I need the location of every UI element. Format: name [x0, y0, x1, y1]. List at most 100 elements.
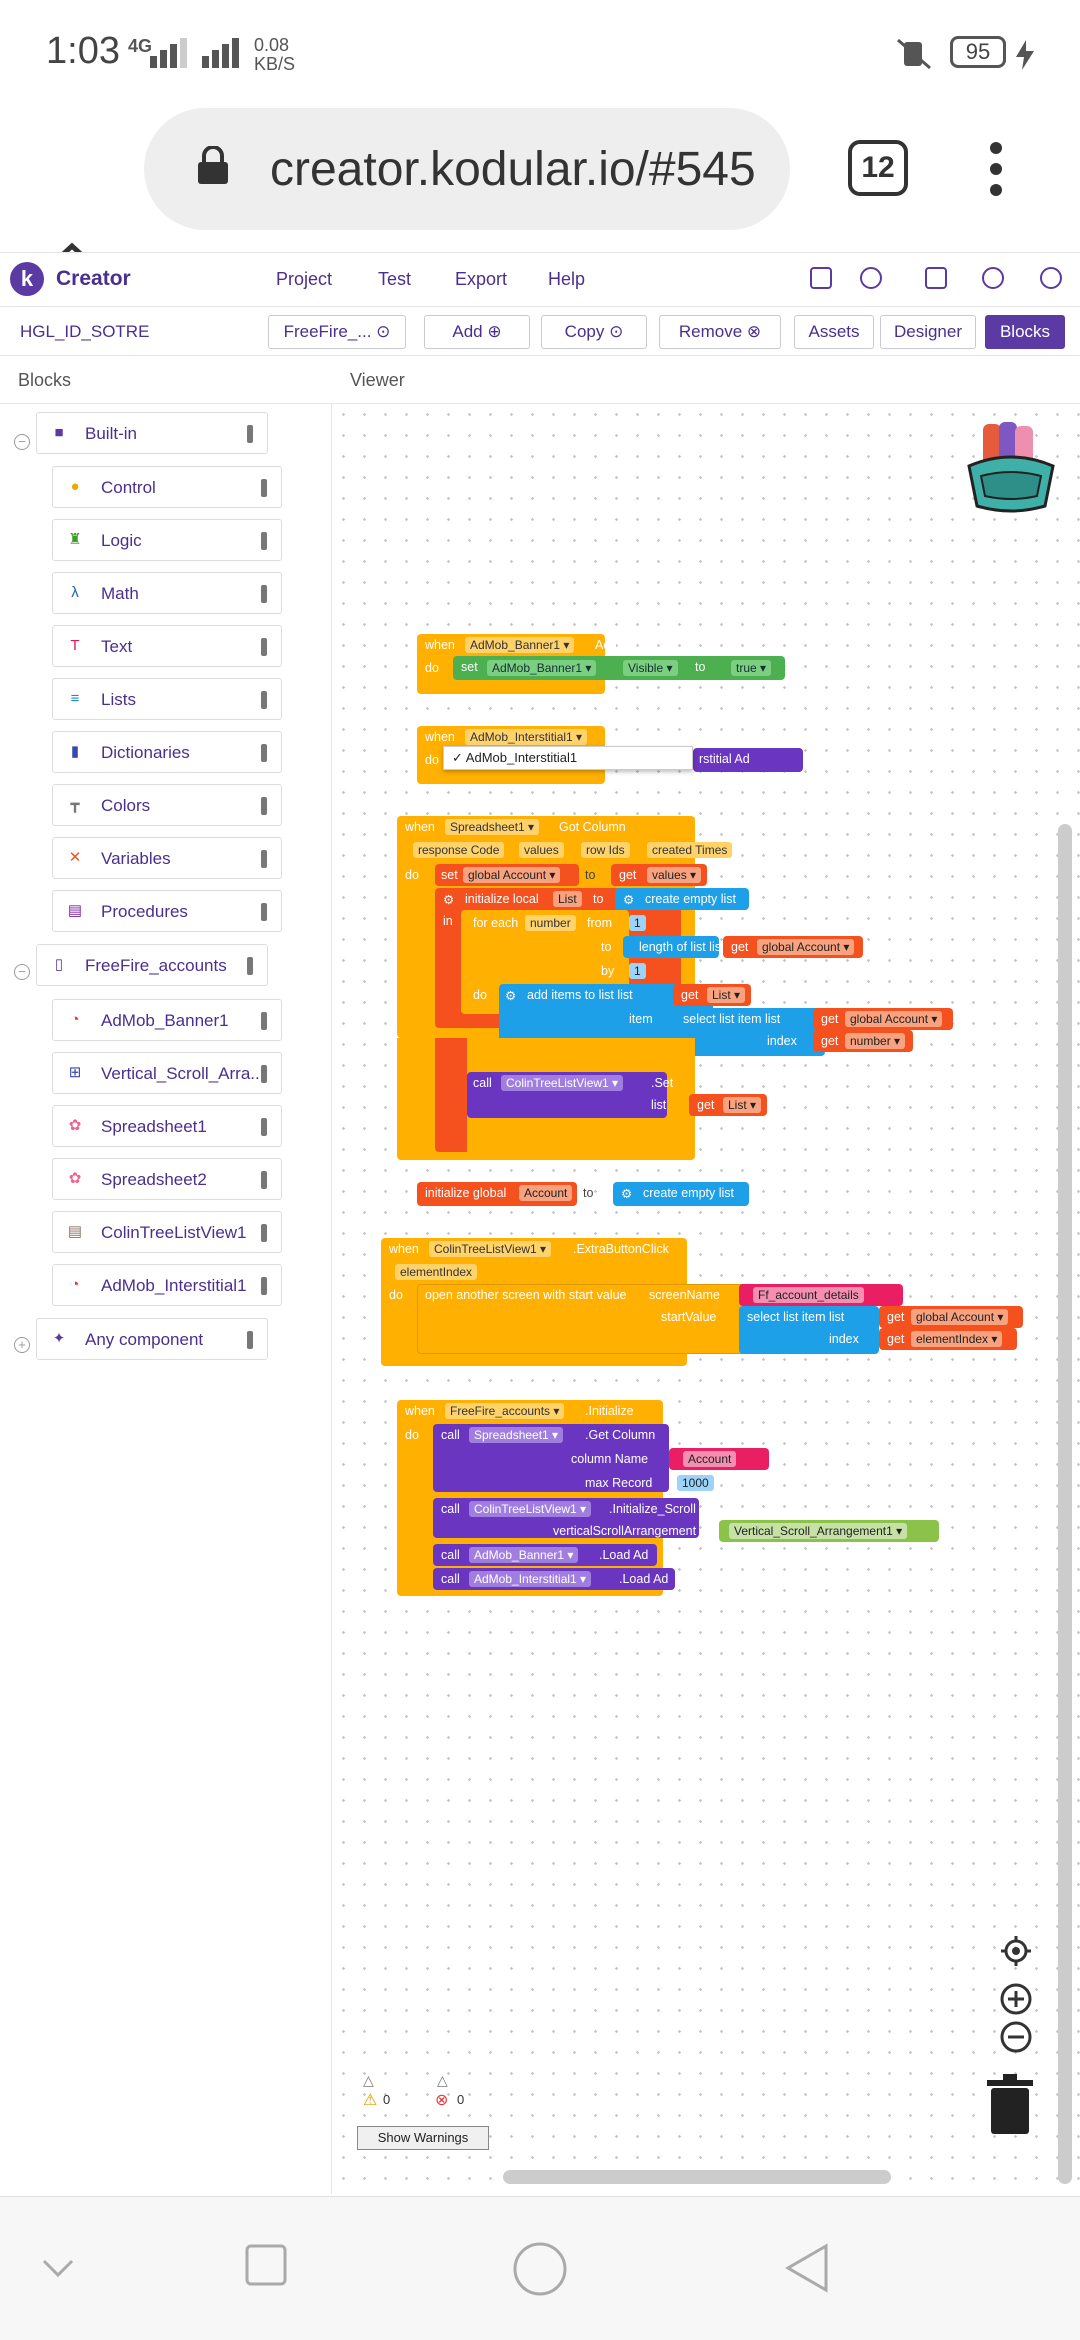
param-row-ids[interactable]: row Ids	[581, 842, 630, 858]
component-dropdown[interactable]: ColinTreeListView1 ▾	[501, 1075, 624, 1091]
drag-handle-icon[interactable]	[261, 1012, 267, 1030]
variable-dropdown[interactable]: number ▾	[845, 1033, 906, 1049]
drag-handle-icon[interactable]	[261, 1277, 267, 1295]
zoom-in-icon[interactable]	[999, 1982, 1033, 2016]
component-dropdown[interactable]: AdMob_Interstitial1 ▾	[465, 729, 588, 745]
tree-lists[interactable]: ≡Lists	[52, 678, 282, 720]
trash-icon[interactable]	[985, 2074, 1035, 2136]
dollar-icon[interactable]	[982, 267, 1004, 289]
drag-handle-icon[interactable]	[247, 425, 253, 443]
blocks-workspace[interactable]: when AdMob_Banner1 ▾ Ad Loaded do set Ad…	[333, 404, 1080, 2194]
address-bar[interactable]	[144, 108, 790, 230]
back-icon[interactable]	[784, 2243, 830, 2293]
account-icon[interactable]	[1040, 267, 1062, 289]
variable-dropdown[interactable]: List ▾	[723, 1097, 762, 1113]
component-dropdown[interactable]: Vertical_Scroll_Arrangement1 ▾	[729, 1523, 908, 1539]
column-name-value[interactable]: Account	[683, 1451, 737, 1467]
nav-export[interactable]: Export	[455, 269, 508, 289]
gear-icon[interactable]: ⚙	[505, 989, 517, 1003]
horizontal-scrollbar[interactable]	[503, 2170, 891, 2184]
collapse-builtin-icon[interactable]: −	[14, 434, 30, 450]
vertical-scrollbar[interactable]	[1058, 824, 1072, 2184]
home-button-icon[interactable]	[512, 2241, 568, 2297]
tree-spreadsheet2[interactable]: ✿Spreadsheet2	[52, 1158, 282, 1200]
add-screen-button[interactable]: Add ⊕	[424, 315, 530, 349]
copy-screen-button[interactable]: Copy ⊙	[541, 315, 647, 349]
drag-handle-icon[interactable]	[261, 1171, 267, 1189]
chevron-down-icon[interactable]	[40, 2257, 76, 2281]
variable-dropdown[interactable]: List ▾	[707, 987, 746, 1003]
open-screen-block[interactable]	[417, 1284, 747, 1354]
param-created-times[interactable]: created Times	[647, 842, 733, 858]
gear-icon[interactable]: ⚙	[621, 1187, 633, 1201]
tree-variables[interactable]: ✕Variables	[52, 837, 282, 879]
interstitial-call-block[interactable]	[693, 748, 803, 772]
more-menu-icon[interactable]	[984, 140, 1008, 198]
designer-button[interactable]: Designer	[880, 315, 976, 349]
variable-dropdown[interactable]: global Account ▾	[911, 1309, 1009, 1325]
tree-control[interactable]: ●Control	[52, 466, 282, 508]
nav-project[interactable]: Project	[276, 269, 333, 289]
length-of-list-block[interactable]	[623, 936, 719, 958]
drag-handle-icon[interactable]	[261, 479, 267, 497]
drag-handle-icon[interactable]	[261, 585, 267, 603]
assets-button[interactable]: Assets	[794, 315, 874, 349]
boolean-dropdown[interactable]: true ▾	[731, 660, 772, 676]
variable-dropdown[interactable]: global Account ▾	[845, 1011, 943, 1027]
tree-logic[interactable]: ♜Logic	[52, 519, 282, 561]
dropdown-option[interactable]: ✓ AdMob_Interstitial1	[452, 750, 578, 765]
chevron-up-icon[interactable]: △	[437, 2072, 448, 2088]
zoom-out-icon[interactable]	[999, 2020, 1033, 2054]
param-values[interactable]: values	[519, 842, 564, 858]
nav-help[interactable]: Help	[548, 269, 586, 289]
tree-builtin[interactable]: ■ Built-in	[36, 412, 268, 454]
remove-screen-button[interactable]: Remove ⊗	[659, 315, 781, 349]
tree-admob-interstitial[interactable]: ◔AdMob_Interstitial1	[52, 1264, 282, 1306]
drag-handle-icon[interactable]	[261, 903, 267, 921]
tree-procedures[interactable]: ▤Procedures	[52, 890, 282, 932]
url-text[interactable]: creator.kodular.io/#545	[270, 143, 756, 196]
tab-count-button[interactable]: 12	[848, 140, 908, 196]
drag-handle-icon[interactable]	[261, 1065, 267, 1083]
drag-handle-icon[interactable]	[261, 1224, 267, 1242]
from-value[interactable]: 1	[629, 915, 646, 931]
drag-handle-icon[interactable]	[261, 532, 267, 550]
by-value[interactable]: 1	[629, 963, 646, 979]
component-dropdown[interactable]: AdMob_Banner1 ▾	[465, 637, 575, 653]
init-local-block-tail[interactable]	[435, 1038, 467, 1152]
component-dropdown[interactable]: ColinTreeListView1 ▾	[429, 1241, 552, 1257]
select-list-item-block[interactable]	[675, 1008, 825, 1056]
component-dropdown[interactable]: FreeFire_accounts ▾	[445, 1403, 565, 1419]
tree-admob-banner[interactable]: ◔AdMob_Banner1	[52, 999, 282, 1041]
drag-handle-icon[interactable]	[261, 850, 267, 868]
drag-handle-icon[interactable]	[247, 957, 253, 975]
drag-handle-icon[interactable]	[261, 744, 267, 762]
show-warnings-button[interactable]: Show Warnings	[357, 2126, 489, 2150]
tree-spreadsheet1[interactable]: ✿Spreadsheet1	[52, 1105, 282, 1147]
param-element-index[interactable]: elementIndex	[395, 1264, 478, 1280]
tree-any-component[interactable]: ✦Any component	[36, 1318, 268, 1360]
blocks-button[interactable]: Blocks	[985, 315, 1065, 349]
tree-dictionaries[interactable]: ▮Dictionaries	[52, 731, 282, 773]
recents-icon[interactable]	[244, 2243, 288, 2287]
tree-screen[interactable]: ▯FreeFire_accounts	[36, 944, 268, 986]
component-dropdown[interactable]: Spreadsheet1 ▾	[445, 819, 540, 835]
loop-variable-field[interactable]: number	[525, 915, 576, 931]
param-response-code[interactable]: response Code	[413, 842, 505, 858]
max-record-value[interactable]: 1000	[677, 1475, 714, 1491]
component-dropdown[interactable]: AdMob_Interstitial1 ▾	[469, 1571, 592, 1587]
palette-icon[interactable]	[860, 267, 882, 289]
drag-handle-icon[interactable]	[261, 691, 267, 709]
recenter-icon[interactable]	[999, 1934, 1033, 1968]
component-dropdown[interactable]: ColinTreeListView1 ▾	[469, 1501, 592, 1517]
component-dropdown-menu[interactable]: ✓ AdMob_Interstitial1	[443, 746, 693, 770]
gear-icon[interactable]: ⚙	[443, 893, 455, 907]
tree-colintreelistview[interactable]: ▤ColinTreeListView1	[52, 1211, 282, 1253]
drag-handle-icon[interactable]	[261, 797, 267, 815]
news-icon[interactable]	[925, 267, 947, 289]
variable-dropdown[interactable]: values ▾	[647, 867, 702, 883]
gear-icon[interactable]: ⚙	[623, 893, 635, 907]
create-empty-list-block[interactable]	[613, 1182, 749, 1206]
